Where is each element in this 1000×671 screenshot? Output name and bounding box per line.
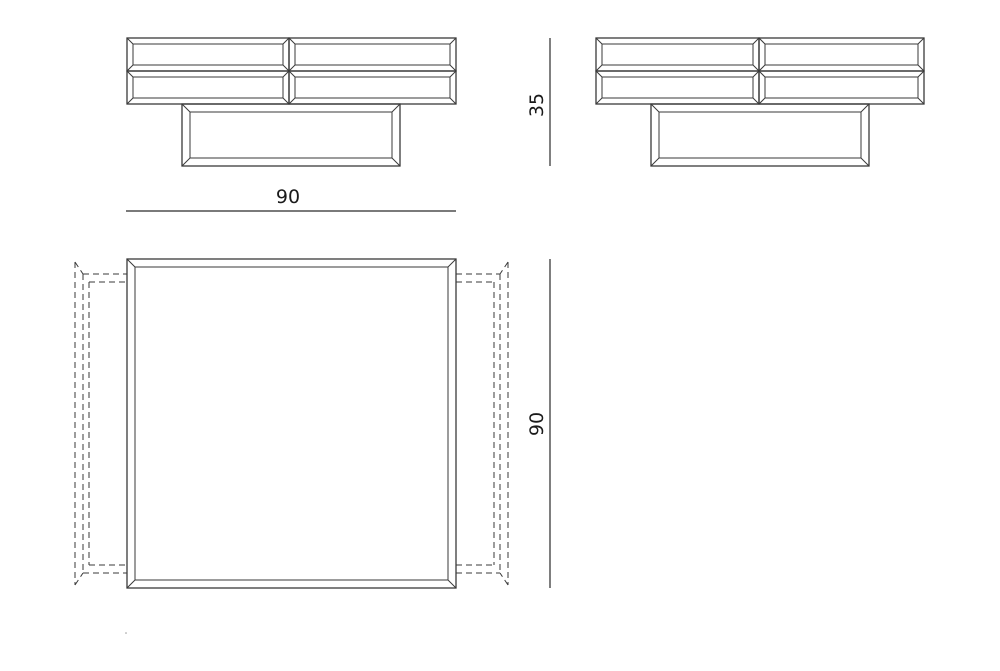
side-base xyxy=(650,103,870,167)
side-drawer-bottom-left xyxy=(595,70,760,105)
front-drawer-top-left xyxy=(126,37,290,72)
plan-view xyxy=(74,258,509,589)
plan-top xyxy=(126,258,457,589)
side-drawer-top-right xyxy=(758,37,925,72)
front-drawer-top-right xyxy=(288,37,457,72)
side-drawer-top-left xyxy=(595,37,760,72)
front-base xyxy=(181,103,401,167)
height-dimension-label: 35 xyxy=(526,93,548,117)
side-view xyxy=(595,37,925,167)
plan-drawer-right-open xyxy=(456,261,509,586)
width-dimension: 90 xyxy=(126,186,456,212)
height-dimension: 35 xyxy=(526,38,551,166)
width-dimension-label: 90 xyxy=(276,186,300,208)
front-view xyxy=(126,37,457,167)
depth-dimension: 90 xyxy=(526,259,551,588)
side-drawer-bottom-right xyxy=(758,70,925,105)
plan-drawer-left-open xyxy=(74,261,127,586)
depth-dimension-label: 90 xyxy=(526,412,548,436)
stray-dot xyxy=(125,632,127,634)
front-drawer-bottom-right xyxy=(288,70,457,105)
front-drawer-bottom-left xyxy=(126,70,290,105)
